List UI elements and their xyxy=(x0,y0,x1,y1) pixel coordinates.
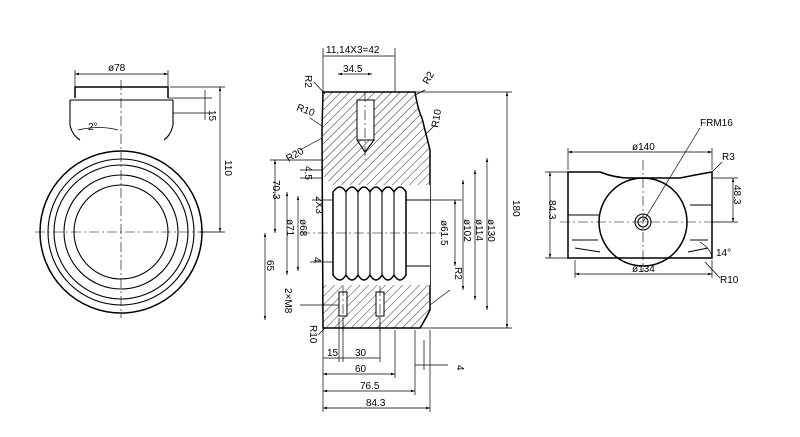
dim-right-483: 48.3 xyxy=(731,185,742,205)
dim-sec-r10-l: R10 xyxy=(295,102,316,119)
dim-sec-180: 180 xyxy=(510,200,521,217)
dim-left-dia78: ø78 xyxy=(108,63,126,74)
dim-sec-b60: 60 xyxy=(355,364,367,375)
left-boss-top xyxy=(74,86,169,98)
dim-sec-thread: 2×M8 xyxy=(282,288,293,314)
dim-right-r3: R3 xyxy=(722,152,735,163)
dim-sec-r10-b: R10 xyxy=(307,325,318,344)
dim-sec-r10-r: R10 xyxy=(430,108,444,128)
dim-right-14: 14° xyxy=(716,248,731,259)
dim-sec-45: 4.5 xyxy=(302,166,313,180)
left-boss-sides xyxy=(69,100,174,141)
left-view: ø78 2° 15 110 xyxy=(35,63,233,318)
dim-right-134: ø134 xyxy=(632,264,655,275)
dim-sec-r2-rl: R2 xyxy=(452,267,463,280)
dim-left-110: 110 xyxy=(222,160,233,176)
dim-sec-b843: 84.3 xyxy=(366,398,386,409)
dim-sec-345: 34.5 xyxy=(343,64,363,75)
dim-left-15: 15 xyxy=(206,110,217,122)
section-upper-hole xyxy=(356,99,375,141)
dim-right-140: ø140 xyxy=(632,142,655,153)
dim-sec-b4: 4 xyxy=(454,365,465,371)
dim-sec-68: ø68 xyxy=(297,219,308,237)
section-hatch-upper xyxy=(322,92,430,185)
dim-sec-r2-tr: R2 xyxy=(421,70,437,87)
dim-sec-102: ø102 xyxy=(461,219,472,242)
dim-sec-71: ø71 xyxy=(284,219,295,237)
dim-sec-b765: 76.5 xyxy=(360,381,380,392)
dim-sec-2x3: 2X3 xyxy=(313,196,324,214)
dim-right-r10: R10 xyxy=(720,275,739,286)
dim-sec-615: ø61.5 xyxy=(438,220,449,246)
dim-sec-b30: 30 xyxy=(355,348,367,359)
dim-sec-130: ø130 xyxy=(485,219,496,242)
section-view: 11,14X3=42 34.5 R2 R2 R10 R10 R20 4.5 70… xyxy=(263,45,521,412)
dim-sec-114: ø114 xyxy=(473,219,484,241)
dim-sec-65: 65 xyxy=(264,260,275,272)
section-grooves xyxy=(332,186,407,281)
dim-right-843: 84.3 xyxy=(546,200,557,220)
section-outline xyxy=(321,91,431,329)
dim-sec-r2-tl: R2 xyxy=(302,75,313,88)
dim-right-thread: FRM16 xyxy=(700,118,733,129)
dim-sec-spacing: 11,14X3=42 xyxy=(326,45,380,56)
right-body-outline xyxy=(567,171,713,259)
dim-left-angle: 2° xyxy=(88,122,98,133)
dim-sec-703: 70.3 xyxy=(270,180,281,200)
dim-sec-4: 4 xyxy=(311,257,322,263)
dim-sec-b15: 15 xyxy=(327,348,339,359)
right-view: FRM16 ø140 R3 48.3 84.3 14° ø134 R10 xyxy=(545,118,742,286)
